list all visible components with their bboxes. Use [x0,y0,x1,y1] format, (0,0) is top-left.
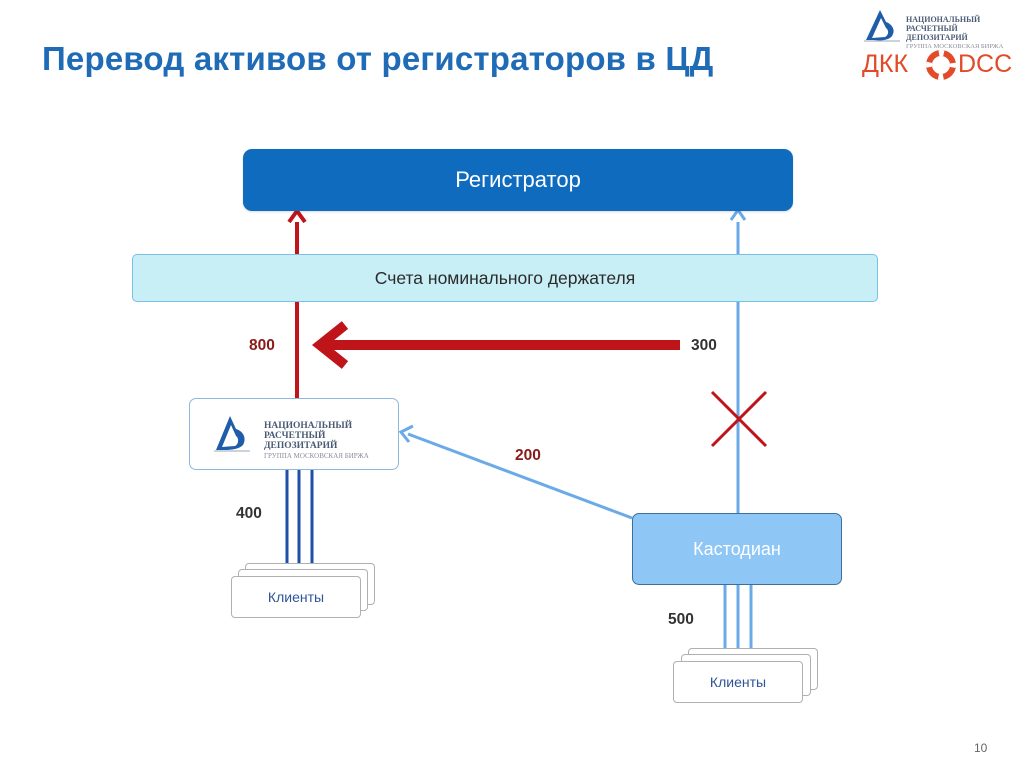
lifebuoy-icon [926,50,956,80]
registrar-box: Регистратор [243,149,793,211]
transfer-target-value: 800 [249,337,275,354]
nsd-box: Национальный Расчетный депозитарий Групп… [189,398,399,470]
clients-right-label: Клиенты [709,674,767,690]
custodian-label: Кастодиан [693,538,781,559]
custodian-to-registrar-arrowhead [729,207,747,221]
logo-line-1: Национальный [906,15,981,24]
custodian-to-nsd-arrowhead [398,424,414,443]
nominee-accounts-label: Счета номинального держателя [374,267,636,288]
dkk-logo-left: ДКК [862,50,909,78]
logo-line-2: Расчетный депозитарий [906,24,968,42]
page-number: 10 [974,741,988,755]
nsd-to-registrar-arrowhead [287,207,307,224]
transfer-arrowhead [311,321,349,369]
cross-line-2 [710,390,768,448]
custodian-to-nsd-value: 200 [515,447,541,464]
custodian-box: Кастодиан [632,513,842,585]
custodian-to-nsd-arrow [407,432,633,520]
dkk-logo: ДКК DCC [862,48,1018,84]
custodian-clients-value: 500 [668,611,694,628]
nsd-clients-value: 400 [236,505,262,522]
clients-left: Клиенты [231,576,361,618]
nsd-box-line-3: Группа Московская Биржа [264,452,369,460]
nominee-accounts-box: Счета номинального держателя [132,254,878,302]
registrar-label: Регистратор [455,167,581,192]
nsd-logo-mark-icon [214,416,250,452]
nsd-box-line-2: Расчетный депозитарий [264,431,338,451]
logo-line-3: Группа Московская Биржа [906,43,1004,50]
dkk-logo-right: DCC [958,50,1013,78]
clients-right: Клиенты [673,661,803,703]
clients-left-label: Клиенты [267,589,325,605]
page-title: Перевод активов от регистраторов в ЦД [42,40,714,77]
transfer-source-value: 300 [691,337,717,354]
nsd-logo-mark-icon [864,10,900,42]
nsd-logo: Национальный Расчетный депозитарий Групп… [862,8,1018,50]
nsd-box-line-1: Национальный [264,421,353,431]
